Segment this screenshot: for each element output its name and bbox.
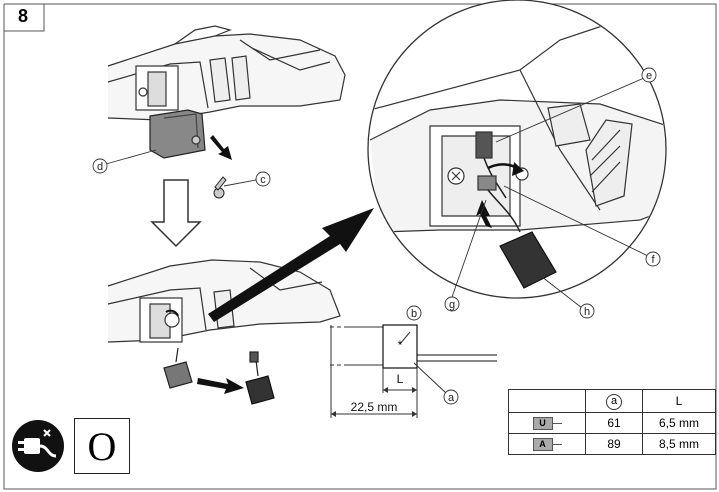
power-off-symbol: O bbox=[74, 418, 130, 474]
table-header-row: a L bbox=[508, 389, 716, 413]
callout-b: b bbox=[411, 308, 417, 320]
callout-f: f bbox=[651, 254, 655, 266]
table-cell-L: 8,5 mm bbox=[642, 433, 716, 455]
table-row: A 89 8,5 mm bbox=[508, 433, 716, 455]
callout-d: d bbox=[97, 161, 103, 173]
total-length-label: 22,5 mm bbox=[351, 400, 398, 414]
brush-out-arrow bbox=[197, 378, 244, 394]
table-row: U 61 6,5 mm bbox=[508, 412, 716, 434]
badge-cell: U bbox=[508, 412, 586, 434]
sequence-arrow-down bbox=[150, 179, 202, 248]
callout-leaders bbox=[105, 77, 649, 309]
table-cell-L: 6,5 mm bbox=[642, 412, 716, 434]
callout-circles bbox=[92, 67, 661, 405]
table-header-blank bbox=[508, 389, 586, 413]
zoom-arrow bbox=[208, 208, 374, 322]
magnified-view bbox=[367, 0, 667, 299]
unplug-power-icon bbox=[10, 418, 66, 474]
callout-e: e bbox=[646, 70, 652, 82]
brush-spec-table: a L U 61 6,5 mm A 89 8,5 mm bbox=[508, 389, 716, 455]
screw-c bbox=[213, 176, 227, 199]
brush-type-badge: U bbox=[532, 417, 553, 431]
wear-mark-symbol: * bbox=[398, 338, 403, 352]
figure-frame bbox=[3, 3, 717, 490]
table-header-L: L bbox=[642, 389, 716, 413]
table-header-a: a bbox=[585, 389, 643, 413]
table-cell-a: 61 bbox=[585, 412, 643, 434]
callout-g: g bbox=[449, 299, 455, 311]
badge-cell: A bbox=[508, 433, 586, 455]
tool-view-cover-removal bbox=[107, 25, 346, 159]
brush-dimension-detail bbox=[330, 324, 497, 418]
step-number: 8 bbox=[17, 5, 28, 26]
removal-arrow bbox=[210, 135, 232, 160]
callout-h: h bbox=[584, 306, 590, 318]
callout-a: a bbox=[448, 392, 455, 404]
table-cell-a: 89 bbox=[585, 433, 643, 455]
brush-length-label: L bbox=[397, 372, 404, 386]
brush-type-badge: A bbox=[532, 438, 553, 452]
callout-c: c bbox=[260, 174, 266, 186]
tool-view-brush-removal bbox=[107, 259, 341, 405]
